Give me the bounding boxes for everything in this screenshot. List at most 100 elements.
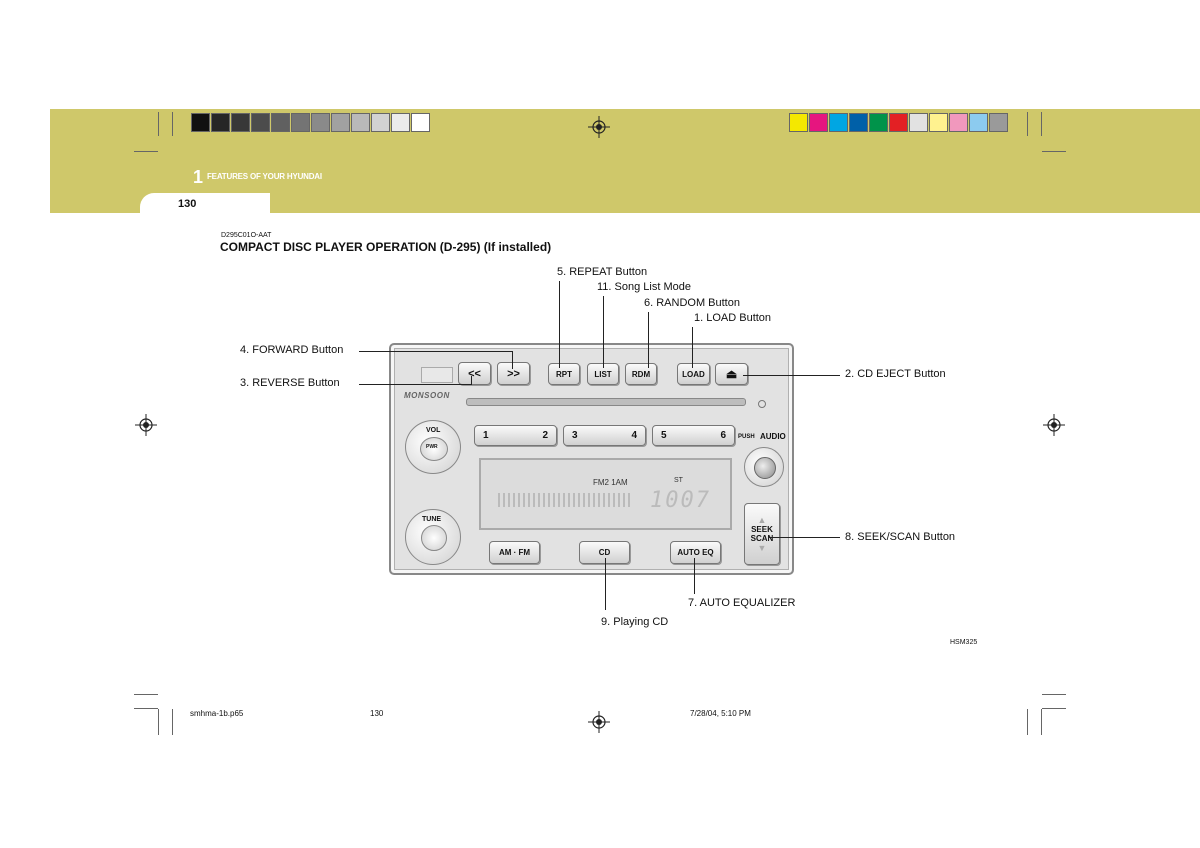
crop-mark bbox=[1027, 709, 1028, 735]
crop-mark bbox=[1042, 708, 1066, 709]
audio-label: AUDIO bbox=[760, 432, 786, 441]
preset-label: 4 bbox=[631, 430, 637, 441]
leader-line-forward bbox=[359, 351, 513, 352]
eject-icon: ⏏ bbox=[725, 367, 738, 381]
leader-line-reverse bbox=[471, 376, 472, 385]
display-band: FM2 1AM bbox=[593, 478, 628, 487]
preset-label: 3 bbox=[572, 430, 578, 441]
brand-logo: MONSOON bbox=[404, 391, 450, 400]
am-fm-button[interactable]: AM · FM bbox=[489, 541, 540, 564]
color-swatch bbox=[889, 113, 908, 132]
color-swatch bbox=[949, 113, 968, 132]
display-frequency: 1007 bbox=[650, 488, 711, 513]
preset-label: 1 bbox=[483, 430, 489, 441]
power-label: PWR bbox=[426, 444, 438, 450]
page-tab bbox=[140, 193, 270, 223]
footer-file: smhma-1b.p65 bbox=[190, 709, 244, 718]
callout-song-list: 11. Song List Mode bbox=[597, 281, 691, 293]
chapter-number: 1 bbox=[193, 167, 204, 187]
callout-eject: 2. CD EJECT Button bbox=[845, 368, 946, 380]
display-st: ST bbox=[674, 477, 683, 484]
preset-label: 5 bbox=[661, 430, 667, 441]
preset-label: 2 bbox=[542, 430, 548, 441]
gray-swatch bbox=[371, 113, 390, 132]
color-swatch bbox=[809, 113, 828, 132]
callout-reverse: 3. REVERSE Button bbox=[240, 377, 340, 389]
leader-line-auto-eq bbox=[694, 558, 695, 594]
leader-line-seek-scan bbox=[768, 537, 840, 538]
color-swatch bbox=[989, 113, 1008, 132]
seek-up-icon: ▲ bbox=[757, 515, 767, 525]
crop-mark bbox=[1042, 151, 1066, 152]
color-swatch bbox=[829, 113, 848, 132]
crop-mark bbox=[1041, 709, 1042, 735]
audio-knob-cap bbox=[754, 457, 776, 479]
gray-swatch bbox=[311, 113, 330, 132]
gray-swatch bbox=[391, 113, 410, 132]
repeat-button[interactable]: RPT bbox=[548, 363, 580, 385]
callout-seek-scan: 8. SEEK/SCAN Button bbox=[845, 531, 956, 543]
crop-mark bbox=[172, 112, 173, 136]
seek-down-icon: ▼ bbox=[757, 543, 767, 553]
display-segments bbox=[498, 493, 630, 507]
registration-mark-icon bbox=[588, 116, 610, 138]
crop-mark bbox=[134, 694, 158, 695]
leader-line-playing-cd bbox=[605, 558, 606, 610]
gray-swatch bbox=[351, 113, 370, 132]
footer-page: 130 bbox=[370, 709, 384, 718]
preset-label: 6 bbox=[720, 430, 726, 441]
logo-badge bbox=[421, 367, 453, 383]
footer-date: 7/28/04, 5:10 PM bbox=[690, 709, 751, 718]
tune-knob-cap bbox=[421, 525, 447, 551]
figure-code: HSM325 bbox=[950, 639, 978, 646]
gray-swatch bbox=[291, 113, 310, 132]
power-button[interactable] bbox=[420, 437, 448, 461]
volume-label: VOL bbox=[426, 427, 441, 434]
eject-button[interactable]: ⏏ bbox=[715, 363, 748, 385]
crop-mark bbox=[134, 708, 158, 709]
callout-repeat: 5. REPEAT Button bbox=[557, 266, 648, 278]
registration-mark-icon bbox=[1043, 414, 1065, 436]
section-title: COMPACT DISC PLAYER OPERATION (D-295) (I… bbox=[220, 240, 552, 254]
callout-auto-eq: 7. AUTO EQUALIZER bbox=[688, 597, 796, 609]
section-code: D295C01O-AAT bbox=[221, 232, 272, 239]
forward-button[interactable]: >> bbox=[497, 362, 530, 385]
push-label: PUSH bbox=[738, 434, 755, 440]
leader-line-random bbox=[648, 312, 649, 368]
crop-mark bbox=[172, 709, 173, 735]
tune-label: TUNE bbox=[422, 516, 442, 523]
cd-button[interactable]: CD bbox=[579, 541, 630, 564]
gray-swatch bbox=[211, 113, 230, 132]
color-swatch bbox=[849, 113, 868, 132]
seek-label: SEEK bbox=[751, 525, 773, 534]
volume-knob[interactable] bbox=[405, 420, 461, 474]
registration-mark-icon bbox=[135, 414, 157, 436]
reverse-button[interactable]: << bbox=[458, 362, 491, 385]
gray-swatch bbox=[411, 113, 430, 132]
chapter-title: FEATURES OF YOUR HYUNDAI bbox=[207, 172, 322, 181]
registration-mark-icon bbox=[588, 711, 610, 733]
color-swatch bbox=[869, 113, 888, 132]
color-swatch bbox=[969, 113, 988, 132]
leader-line-eject bbox=[743, 375, 840, 376]
auto-eq-button[interactable]: AUTO EQ bbox=[670, 541, 721, 564]
leader-line-reverse bbox=[359, 384, 472, 385]
leader-line-repeat bbox=[559, 281, 560, 368]
gray-swatch bbox=[251, 113, 270, 132]
callout-playing-cd: 9. Playing CD bbox=[601, 616, 669, 628]
random-button[interactable]: RDM bbox=[625, 363, 657, 385]
color-swatch bbox=[789, 113, 808, 132]
cd-slot bbox=[466, 398, 746, 406]
gray-swatch bbox=[331, 113, 350, 132]
load-button[interactable]: LOAD bbox=[677, 363, 710, 385]
color-swatch bbox=[929, 113, 948, 132]
scan-label: SCAN bbox=[750, 534, 774, 543]
seek-scan-button[interactable]: ▲ SEEK SCAN ▼ bbox=[744, 503, 780, 565]
crop-mark bbox=[1041, 112, 1042, 136]
callout-load: 1. LOAD Button bbox=[694, 312, 772, 324]
leader-line-list bbox=[603, 296, 604, 368]
crop-mark bbox=[1027, 112, 1028, 136]
